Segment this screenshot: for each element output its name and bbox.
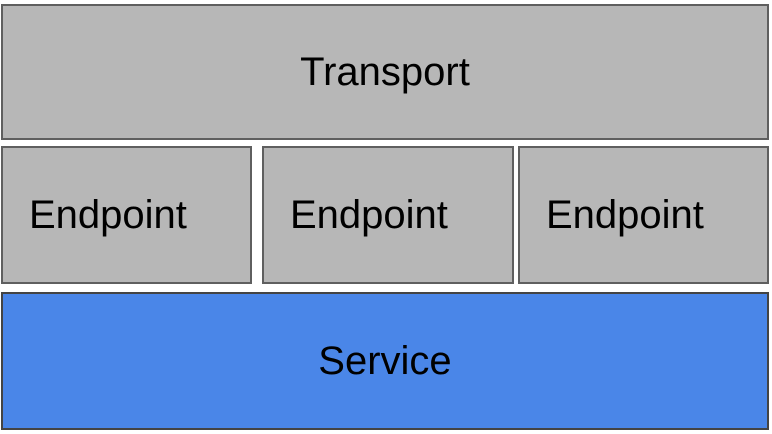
endpoint-box-3: Endpoint [518, 146, 769, 284]
service-label: Service [318, 339, 452, 383]
endpoint-box-1: Endpoint [1, 146, 252, 284]
transport-label: Transport [300, 50, 470, 94]
endpoint-label-2: Endpoint [290, 193, 448, 237]
transport-layer-box: Transport [1, 4, 769, 140]
service-layer-box: Service [1, 292, 769, 430]
endpoint-box-2: Endpoint [262, 146, 514, 284]
endpoint-label-1: Endpoint [29, 193, 187, 237]
endpoint-label-3: Endpoint [546, 193, 704, 237]
